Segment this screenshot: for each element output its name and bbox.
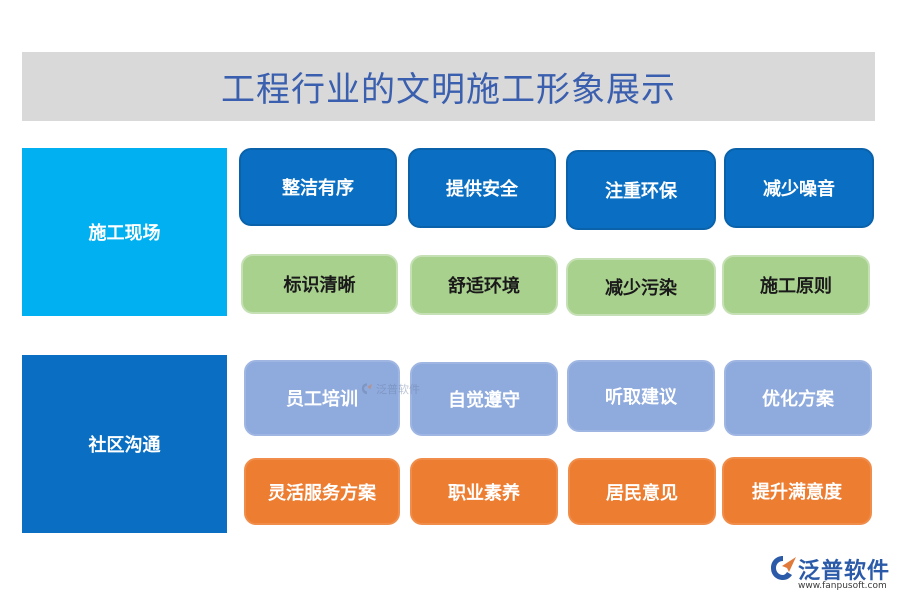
fanpu-logo-icon (361, 383, 373, 395)
box-community-row1-4: 优化方案 (724, 360, 872, 436)
box-site-row2-1: 标识清晰 (241, 254, 398, 314)
box-label: 标识清晰 (283, 275, 356, 296)
box-label: 提供安全 (446, 179, 518, 200)
box-label: 职业素养 (448, 482, 520, 504)
fanpu-logo-icon (771, 556, 796, 580)
box-community-row2-1: 灵活服务方案 (244, 458, 400, 525)
box-community-row2-4: 提升满意度 (722, 457, 872, 525)
watermark-text: 泛普软件 (376, 383, 420, 396)
box-label: 减少噪音 (763, 179, 835, 200)
box-community-row2-2: 职业素养 (410, 458, 558, 525)
box-label: 优化方案 (762, 389, 834, 410)
section-label-site-text: 施工现场 (88, 223, 161, 244)
box-site-row1-4: 减少噪音 (724, 148, 874, 228)
box-label: 舒适环境 (448, 276, 520, 297)
section-label-community: 社区沟通 (22, 355, 227, 533)
title-bar: 工程行业的文明施工形象展示 (22, 52, 875, 121)
box-site-row1-2: 提供安全 (408, 148, 556, 228)
watermark: 泛普软件 (360, 380, 430, 400)
section-label-community-text: 社区沟通 (88, 435, 161, 456)
box-label: 居民意见 (606, 482, 678, 504)
box-site-row2-3: 减少污染 (566, 258, 716, 316)
box-community-row1-1: 员工培训 (244, 360, 400, 436)
box-label: 减少污染 (605, 278, 677, 299)
diagram-title: 工程行业的文明施工形象展示 (221, 70, 676, 110)
box-label: 听取建议 (605, 387, 677, 408)
box-community-row1-2: 自觉遵守 (410, 362, 558, 436)
box-site-row1-1: 整洁有序 (239, 148, 397, 226)
brand-name: 泛普软件 (798, 559, 891, 584)
box-label: 提升满意度 (752, 482, 842, 503)
section-label-site: 施工现场 (22, 148, 227, 316)
box-community-row1-3: 听取建议 (567, 360, 715, 432)
box-site-row2-4: 施工原则 (722, 255, 870, 315)
box-label: 灵活服务方案 (268, 482, 376, 504)
brand-logo: 泛普软件 www.fanpusoft.com (768, 553, 893, 593)
box-label: 自觉遵守 (448, 390, 520, 411)
box-label: 整洁有序 (282, 178, 354, 199)
box-site-row2-2: 舒适环境 (410, 255, 558, 315)
box-label: 施工原则 (760, 276, 832, 297)
box-community-row2-3: 居民意见 (568, 458, 716, 525)
brand-url: www.fanpusoft.com (798, 581, 887, 591)
box-site-row1-3: 注重环保 (566, 150, 716, 230)
box-label: 员工培训 (286, 389, 358, 410)
box-label: 注重环保 (605, 181, 677, 202)
